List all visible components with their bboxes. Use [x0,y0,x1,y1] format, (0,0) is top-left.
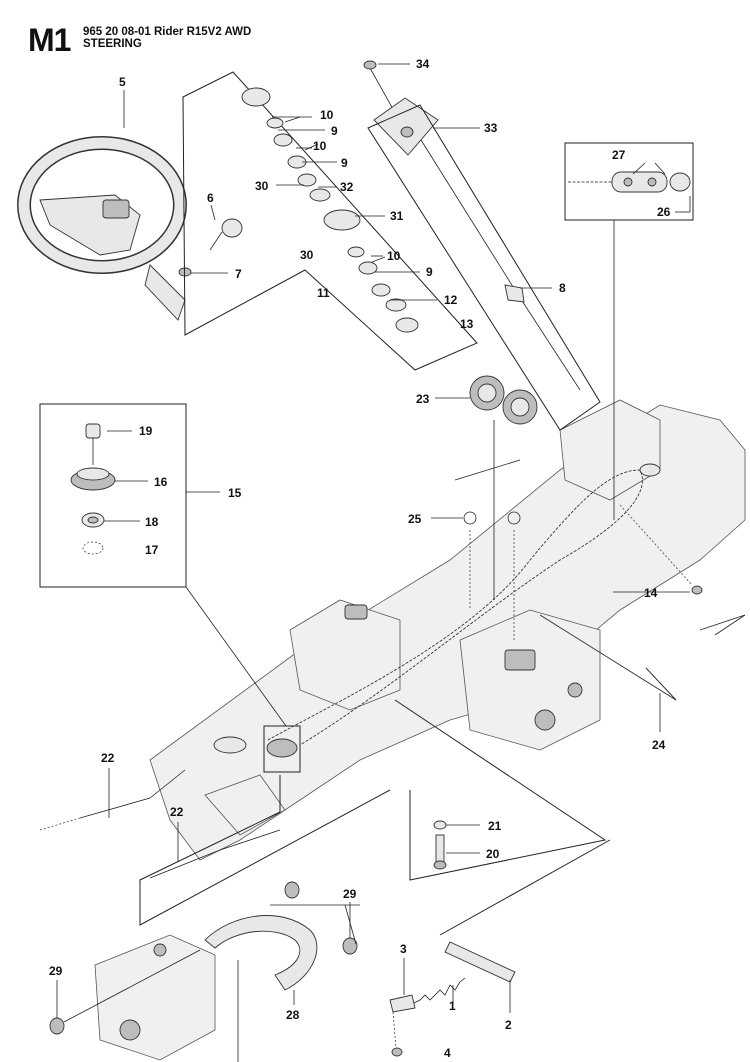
steering-chain [267,469,643,746]
pedal-linkage [389,941,516,1057]
callout-12: 12 [444,293,458,307]
section-title: STEERING [83,38,142,50]
callout-26: 26 [657,205,671,219]
chain-link-inset [564,142,694,520]
callout-10b: 10 [313,139,327,153]
callout-17: 17 [145,543,159,557]
callout-34: 34 [416,57,430,71]
callout-29a: 29 [343,887,357,901]
callout-27: 27 [612,148,626,162]
callout-24: 24 [652,738,666,752]
pulleys [469,375,538,600]
callout-19: 19 [139,424,153,438]
callout-4: 4 [444,1046,451,1060]
callout-20: 20 [486,847,500,861]
callout-30a: 30 [255,179,269,193]
callout-25: 25 [408,512,422,526]
callout-18: 18 [145,515,159,529]
callout-23: 23 [416,392,430,406]
callout-1: 1 [449,999,456,1013]
steering-wheel [17,136,187,321]
callout-9c: 9 [426,265,433,279]
bolt-and-rod [539,504,746,701]
leader-lines [56,63,691,1018]
gear-inset-box [39,403,301,773]
callout-13: 13 [460,317,474,331]
callout-8: 8 [559,281,566,295]
callout-6: 6 [207,191,214,205]
callout-7: 7 [235,267,242,281]
callout-29b: 29 [49,964,63,978]
steering-stack-parts [241,87,419,333]
callout-15: 15 [228,486,242,500]
callout-9a: 9 [331,124,338,138]
callout-3: 3 [400,942,407,956]
callout-2: 2 [505,1018,512,1032]
callout-32: 32 [340,180,354,194]
callout-30b: 30 [300,248,314,262]
callout-22a: 22 [101,751,115,765]
steering-column [363,60,601,431]
callout-22b: 22 [170,805,184,819]
clips [463,511,521,640]
callout-10c: 10 [387,249,401,263]
callout-5: 5 [119,75,126,89]
section-title-block: 965 20 08-01 Rider R15V2 AWD STEERING [83,26,251,50]
model-line: 965 20 08-01 Rider R15V2 AWD [83,26,252,38]
callout-16: 16 [154,475,168,489]
callout-9b: 9 [341,156,348,170]
callout-31: 31 [390,209,404,223]
callout-11: 11 [317,286,330,300]
spring-bracket [49,881,360,1062]
lower-bracket [94,934,216,1061]
tie-rods [39,769,281,879]
wheel-cap-and-screw [178,218,243,277]
steering-stack-panel [182,71,478,371]
callout-33: 33 [484,121,498,135]
gear-inset-parts [70,423,298,758]
chassis-frame [149,399,746,861]
callouts: 5 6 7 34 33 8 10 9 10 9 30 32 31 30 10 9… [49,57,671,1060]
callout-28: 28 [286,1008,300,1022]
callout-14: 14 [644,586,658,600]
callout-21: 21 [488,819,502,833]
bolt-washer-20-21 [433,820,447,870]
section-code: M1 [28,22,71,58]
callout-10a: 10 [320,108,334,122]
lower-panels [139,699,611,936]
